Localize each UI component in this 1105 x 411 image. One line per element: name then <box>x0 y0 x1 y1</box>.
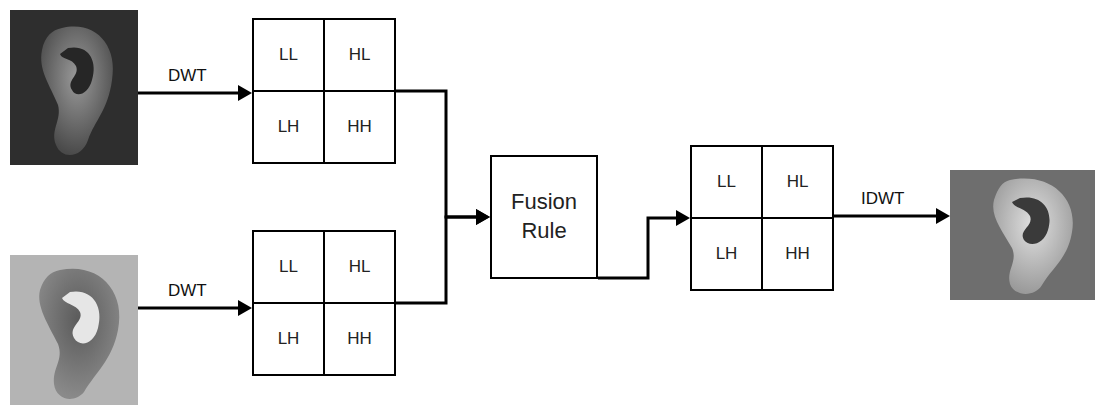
subband-cell: HL <box>323 230 396 304</box>
ear-image <box>10 10 138 165</box>
subband-cell: HL <box>323 18 396 92</box>
text-wrap: HL <box>349 257 371 277</box>
text-wrap: LL <box>279 45 298 65</box>
subband-label: LL <box>279 45 298 65</box>
subband-cell: LL <box>252 18 325 92</box>
text-wrap: LL <box>279 257 298 277</box>
flow-arrow <box>396 91 490 225</box>
transform-label: IDWT <box>859 189 906 209</box>
text-wrap: HH <box>347 329 372 349</box>
text-wrap: LH <box>278 117 300 137</box>
text-wrap: LH <box>278 329 300 349</box>
subband-label: HH <box>347 117 372 137</box>
subband-cell: HH <box>761 217 834 291</box>
text-wrap: HL <box>787 172 809 192</box>
transform-label: DWT <box>166 66 209 86</box>
subband-label: LL <box>279 257 298 277</box>
text-wrap: LH <box>716 244 738 264</box>
text-wrap: HL <box>349 45 371 65</box>
subband-label: LH <box>278 329 300 349</box>
text-wrap: HH <box>347 117 372 137</box>
transform-label: DWT <box>166 281 209 301</box>
text-wrap: HH <box>785 244 810 264</box>
subband-cell: LH <box>252 90 325 164</box>
subband-cell: LL <box>690 145 763 219</box>
subband-label: HH <box>347 329 372 349</box>
subband-label: LH <box>278 117 300 137</box>
subband-cell: HH <box>323 302 396 376</box>
subband-cell: HH <box>323 90 396 164</box>
flow-arrow <box>598 210 690 278</box>
subband-cell: LL <box>252 230 325 304</box>
subband-label: HL <box>349 45 371 65</box>
fusion-box: Fusion Rule <box>490 155 598 279</box>
subband-cell: HL <box>761 145 834 219</box>
subband-label: LL <box>717 172 736 192</box>
subband-label: LH <box>716 244 738 264</box>
subband-label: HH <box>785 244 810 264</box>
subband-label: HL <box>787 172 809 192</box>
subband-cell: LH <box>690 217 763 291</box>
ear-image <box>10 255 138 405</box>
subband-cell: LH <box>252 302 325 376</box>
text-wrap: LL <box>717 172 736 192</box>
flow-arrow <box>396 209 490 303</box>
ear-image <box>950 170 1095 300</box>
subband-label: HL <box>349 257 371 277</box>
transform-arrow <box>138 85 950 316</box>
fusion-label: Fusion Rule <box>498 188 590 245</box>
text-wrap: Fusion Rule <box>498 188 590 245</box>
